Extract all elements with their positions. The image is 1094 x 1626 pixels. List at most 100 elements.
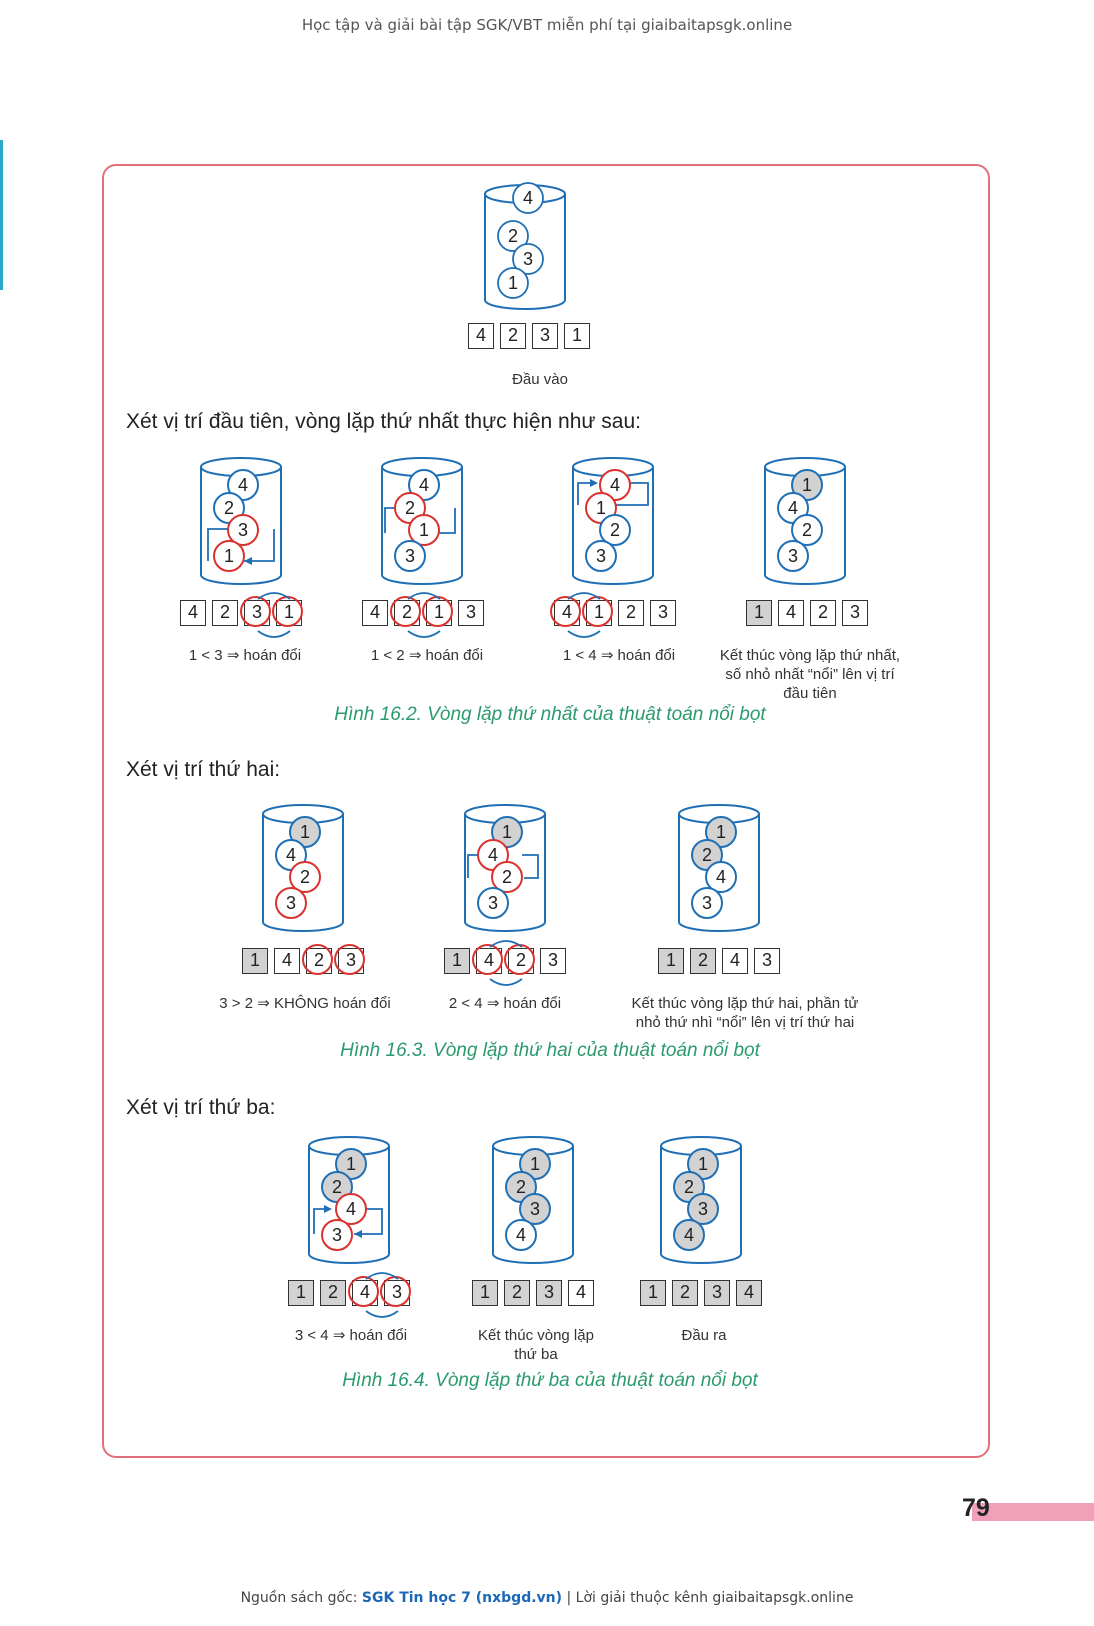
svg-text:2: 2 <box>224 498 234 518</box>
figure-16-2-caption: Hình 16.2. Vòng lặp thứ nhất của thuật t… <box>334 704 766 725</box>
svg-text:4: 4 <box>788 498 798 518</box>
array-cell: 3 <box>754 948 780 974</box>
svg-text:3: 3 <box>702 893 712 913</box>
array-cell: 4 <box>722 948 748 974</box>
s2-swap-arrows <box>489 940 523 986</box>
s1-step1-caption: 1 < 3 ⇒ hoán đổi <box>188 647 302 664</box>
array-cell: 4 <box>348 1276 379 1307</box>
array-cell: 2 <box>320 1280 346 1306</box>
svg-text:2: 2 <box>502 867 512 887</box>
svg-text:3: 3 <box>488 893 498 913</box>
s2-step3-caption-line1: Kết thúc vòng lặp thứ hai, phần tử <box>631 995 859 1012</box>
input-ball-2: 2 <box>508 226 518 246</box>
array-cell: 1 <box>640 1280 666 1306</box>
input-ball-3: 3 <box>523 249 533 269</box>
footer-suffix: | Lời giải thuộc kênh giaibaitapsgk.onli… <box>562 1590 854 1606</box>
array-cell: 2 <box>390 596 421 627</box>
figure-frame <box>102 164 990 1458</box>
array-cell: 4 <box>568 1280 594 1306</box>
svg-text:3: 3 <box>788 546 798 566</box>
section3-heading: Xét vị trí thứ ba: <box>126 1096 276 1119</box>
s3-step1-caption: 3 < 4 ⇒ hoán đổi <box>294 1327 408 1344</box>
array-cell: 1 <box>288 1280 314 1306</box>
svg-text:3: 3 <box>238 520 248 540</box>
array-cell: 2 <box>672 1280 698 1306</box>
s1-step4-caption-line3: đầu tiên <box>783 685 837 702</box>
svg-text:2: 2 <box>610 520 620 540</box>
s1-step2-caption: 1 < 2 ⇒ hoán đổi <box>370 647 484 664</box>
svg-text:2: 2 <box>516 1177 526 1197</box>
array-cell: 1 <box>582 596 613 627</box>
svg-text:3: 3 <box>698 1199 708 1219</box>
array-cell: 4 <box>362 600 388 626</box>
svg-text:4: 4 <box>516 1225 526 1245</box>
left-edge-bar <box>0 140 3 290</box>
s2-step2-caption: 2 < 4 ⇒ hoán đổi <box>448 995 562 1012</box>
array-cell: 4 <box>180 600 206 626</box>
s3-swap-arrows <box>365 1272 399 1318</box>
svg-text:1: 1 <box>530 1154 540 1174</box>
svg-text:2: 2 <box>702 845 712 865</box>
array-cell: 3 <box>240 596 271 627</box>
array-cell: 1 <box>242 948 268 974</box>
input-ball-4: 4 <box>523 188 533 208</box>
svg-text:3: 3 <box>286 893 296 913</box>
svg-text:4: 4 <box>238 475 248 495</box>
svg-text:1: 1 <box>346 1154 356 1174</box>
array-cell: 2 <box>618 600 644 626</box>
array-cell: 2 <box>212 600 238 626</box>
input-caption: Đầu vào <box>512 371 568 388</box>
array-cell: 3 <box>536 1280 562 1306</box>
figure-16-4-caption: Hình 16.4. Vòng lặp thứ ba của thuật toá… <box>342 1370 758 1391</box>
footer-prefix: Nguồn sách gốc: <box>240 1590 362 1606</box>
array-cell: 3 <box>650 600 676 626</box>
array-cell: 2 <box>504 944 535 975</box>
array-cell: 4 <box>778 600 804 626</box>
s2-step3-caption-line2: nhỏ thứ nhì “nổi” lên vị trí thứ hai <box>635 1014 855 1031</box>
input-cell: 4 <box>468 323 494 349</box>
svg-text:3: 3 <box>405 546 415 566</box>
array-cell: 2 <box>690 948 716 974</box>
array-cell: 3 <box>380 1276 411 1307</box>
array-cell: 2 <box>504 1280 530 1306</box>
array-cell: 1 <box>422 596 453 627</box>
array-cell: 3 <box>704 1280 730 1306</box>
array-cell: 4 <box>550 596 581 627</box>
svg-text:4: 4 <box>684 1225 694 1245</box>
svg-text:1: 1 <box>802 475 812 495</box>
s2-step1-caption: 3 > 2 ⇒ KHÔNG hoán đổi <box>219 995 391 1012</box>
page-footer: Nguồn sách gốc: SGK Tin học 7 (nxbgd.vn)… <box>0 1590 1094 1606</box>
svg-text:4: 4 <box>716 867 726 887</box>
array-cell: 4 <box>736 1280 762 1306</box>
array-cell: 1 <box>658 948 684 974</box>
svg-text:4: 4 <box>286 845 296 865</box>
svg-text:1: 1 <box>300 822 310 842</box>
array-cell: 4 <box>274 948 300 974</box>
array-cell: 4 <box>472 944 503 975</box>
input-cylinder: 4 2 3 1 <box>484 182 566 310</box>
svg-text:4: 4 <box>346 1199 356 1219</box>
section2-heading: Xét vị trí thứ hai: <box>126 758 281 781</box>
s1-step4-caption-line2: số nhỏ nhất “nổi” lên vị trí <box>725 666 895 683</box>
svg-text:4: 4 <box>610 475 620 495</box>
svg-text:3: 3 <box>530 1199 540 1219</box>
page-number-bar <box>972 1503 1094 1521</box>
footer-source-link[interactable]: SGK Tin học 7 (nxbgd.vn) <box>361 1590 563 1606</box>
svg-text:4: 4 <box>419 475 429 495</box>
svg-text:1: 1 <box>716 822 726 842</box>
array-cell: 1 <box>444 948 470 974</box>
input-cell: 1 <box>564 323 590 349</box>
s3-step2-caption-line1: Kết thúc vòng lặp <box>478 1327 594 1344</box>
section1-heading: Xét vị trí đầu tiên, vòng lặp thứ nhất t… <box>126 410 641 433</box>
array-cell: 3 <box>458 600 484 626</box>
array-cell: 3 <box>334 944 365 975</box>
s1-step4-caption-line1: Kết thúc vòng lặp thứ nhất, <box>719 647 901 664</box>
